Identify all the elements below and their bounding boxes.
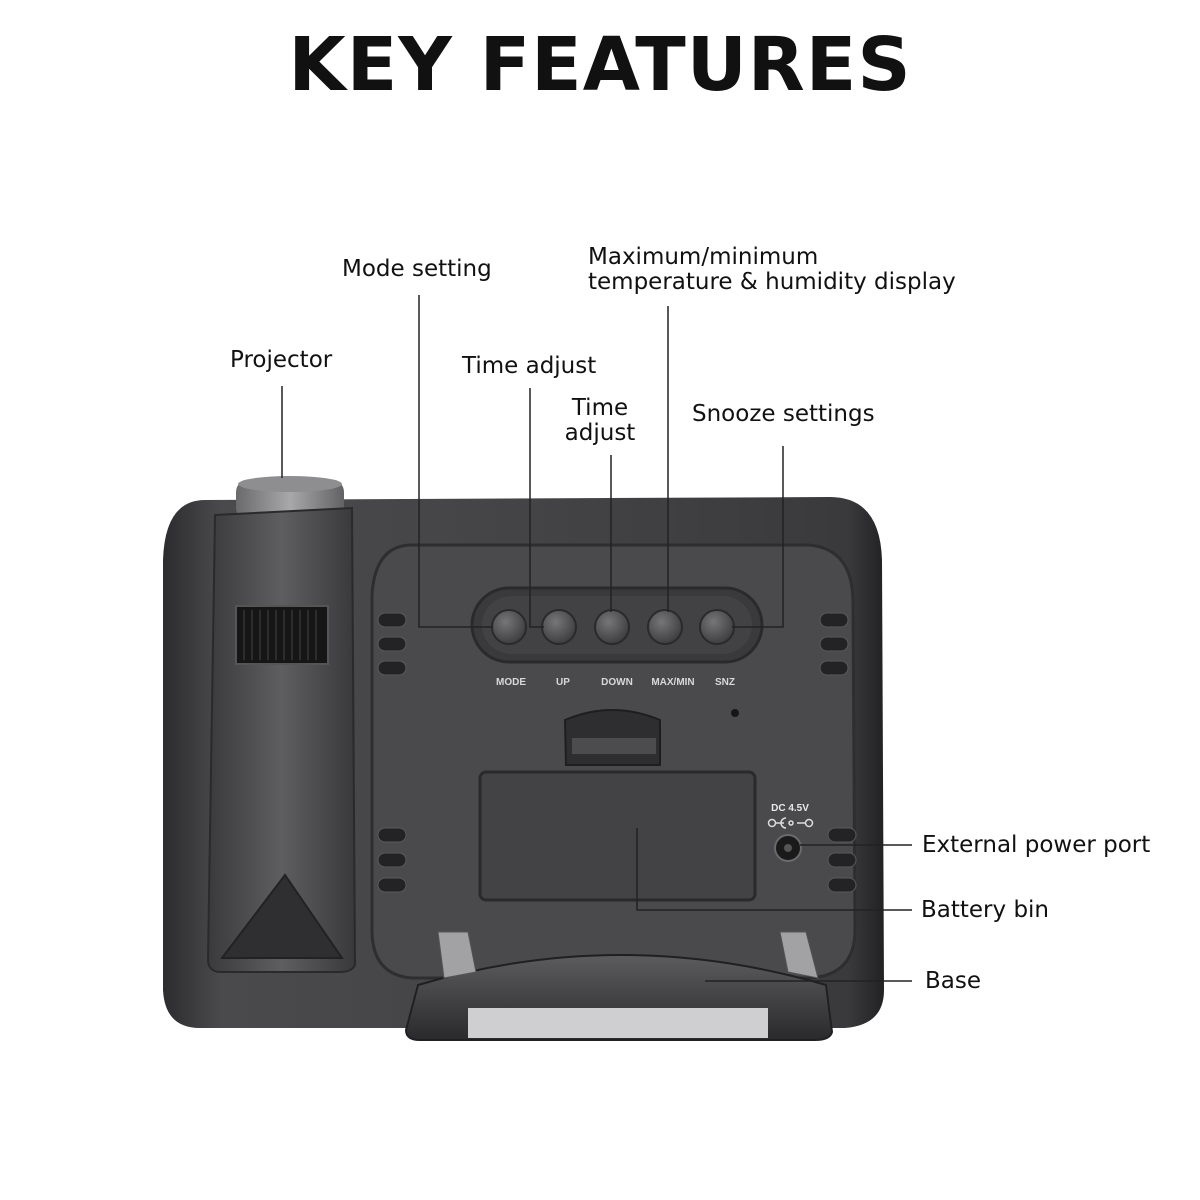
down-button: [594, 609, 630, 645]
mode-button-label: MODE: [496, 677, 526, 688]
mode-setting-label: Mode setting: [342, 256, 492, 282]
maxmin-line1: Maximum/minimum: [588, 244, 819, 270]
maxmin-line2: temperature & humidity display: [588, 269, 956, 295]
mode-leader: [418, 295, 493, 628]
snz-button-label: SNZ: [715, 677, 735, 688]
stand-clip: [563, 709, 661, 766]
snz-button: [699, 609, 735, 645]
time-adjust-down-line1: Time: [571, 395, 629, 421]
base-label: Base: [925, 968, 982, 994]
down-button-label: DOWN: [601, 677, 633, 688]
time-adjust-up-leader: [529, 388, 544, 628]
dc-label: DC 4.5V: [771, 803, 809, 814]
maxmin-button: [647, 609, 683, 645]
maxmin-label: Maximum/minimum temperature & humidity d…: [588, 245, 956, 295]
battery-bin-cover: [478, 770, 757, 902]
snooze-label: Snooze settings: [692, 401, 875, 427]
mode-button: [491, 609, 527, 645]
battery-bin-label: Battery bin: [921, 897, 1050, 923]
snooze-leader: [732, 446, 784, 628]
battery-leader: [636, 828, 912, 911]
time-adjust-down-label: Time adjust: [555, 396, 645, 446]
page-title: KEY FEATURES: [288, 22, 912, 108]
projector-label: Projector: [230, 347, 333, 373]
up-button-label: UP: [556, 677, 570, 688]
projector-window: [235, 605, 329, 665]
power-port-label: External power port: [922, 832, 1151, 858]
reset-hole: [731, 709, 739, 717]
maxmin-button-label: MAX/MIN: [651, 677, 694, 688]
time-adjust-up-label: Time adjust: [462, 353, 597, 379]
time-adjust-down-line2: adjust: [564, 420, 636, 446]
up-button: [541, 609, 577, 645]
projector-hinge: [219, 873, 344, 959]
